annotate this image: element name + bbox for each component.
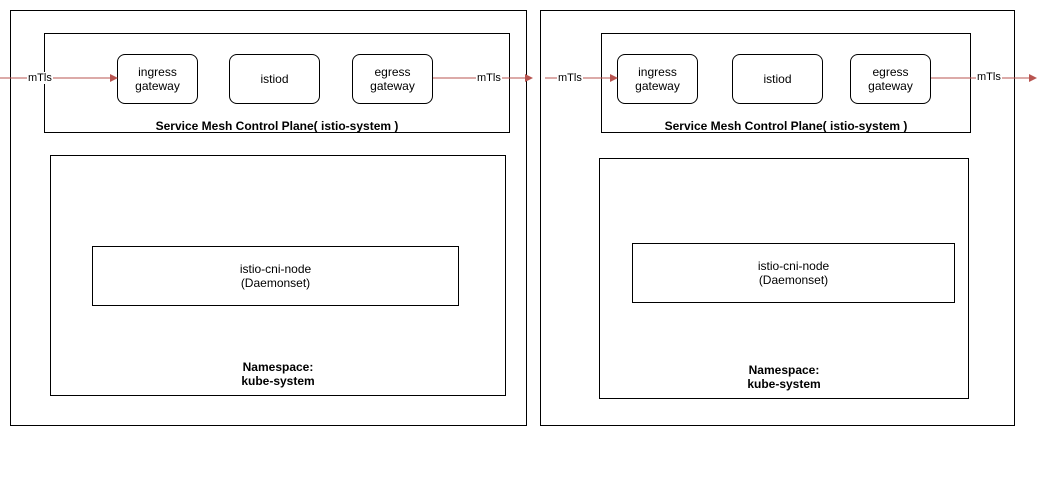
control-plane-title-2: Service Mesh Control Plane( istio-system… (664, 119, 908, 133)
control-plane-title-1: Service Mesh Control Plane( istio-system… (155, 119, 399, 133)
egress-gateway-2: egress gateway (850, 54, 931, 104)
namespace-title-2: Namespace: kube-system (747, 363, 821, 391)
istiod-2: istiod (732, 54, 823, 104)
ingress-gateway-1: ingress gateway (117, 54, 198, 104)
mtls-label-2: mTls (476, 72, 502, 84)
mtls-label-4: mTls (976, 71, 1002, 83)
namespace-title-1: Namespace: kube-system (241, 360, 315, 388)
istiod-1: istiod (229, 54, 320, 104)
mtls-label-3: mTls (557, 72, 583, 84)
egress-gateway-1: egress gateway (352, 54, 433, 104)
daemonset-box-1: istio-cni-node (Daemonset) (92, 246, 459, 306)
daemonset-box-2: istio-cni-node (Daemonset) (632, 243, 955, 303)
ingress-gateway-2: ingress gateway (617, 54, 698, 104)
mtls-label-1: mTls (27, 72, 53, 84)
